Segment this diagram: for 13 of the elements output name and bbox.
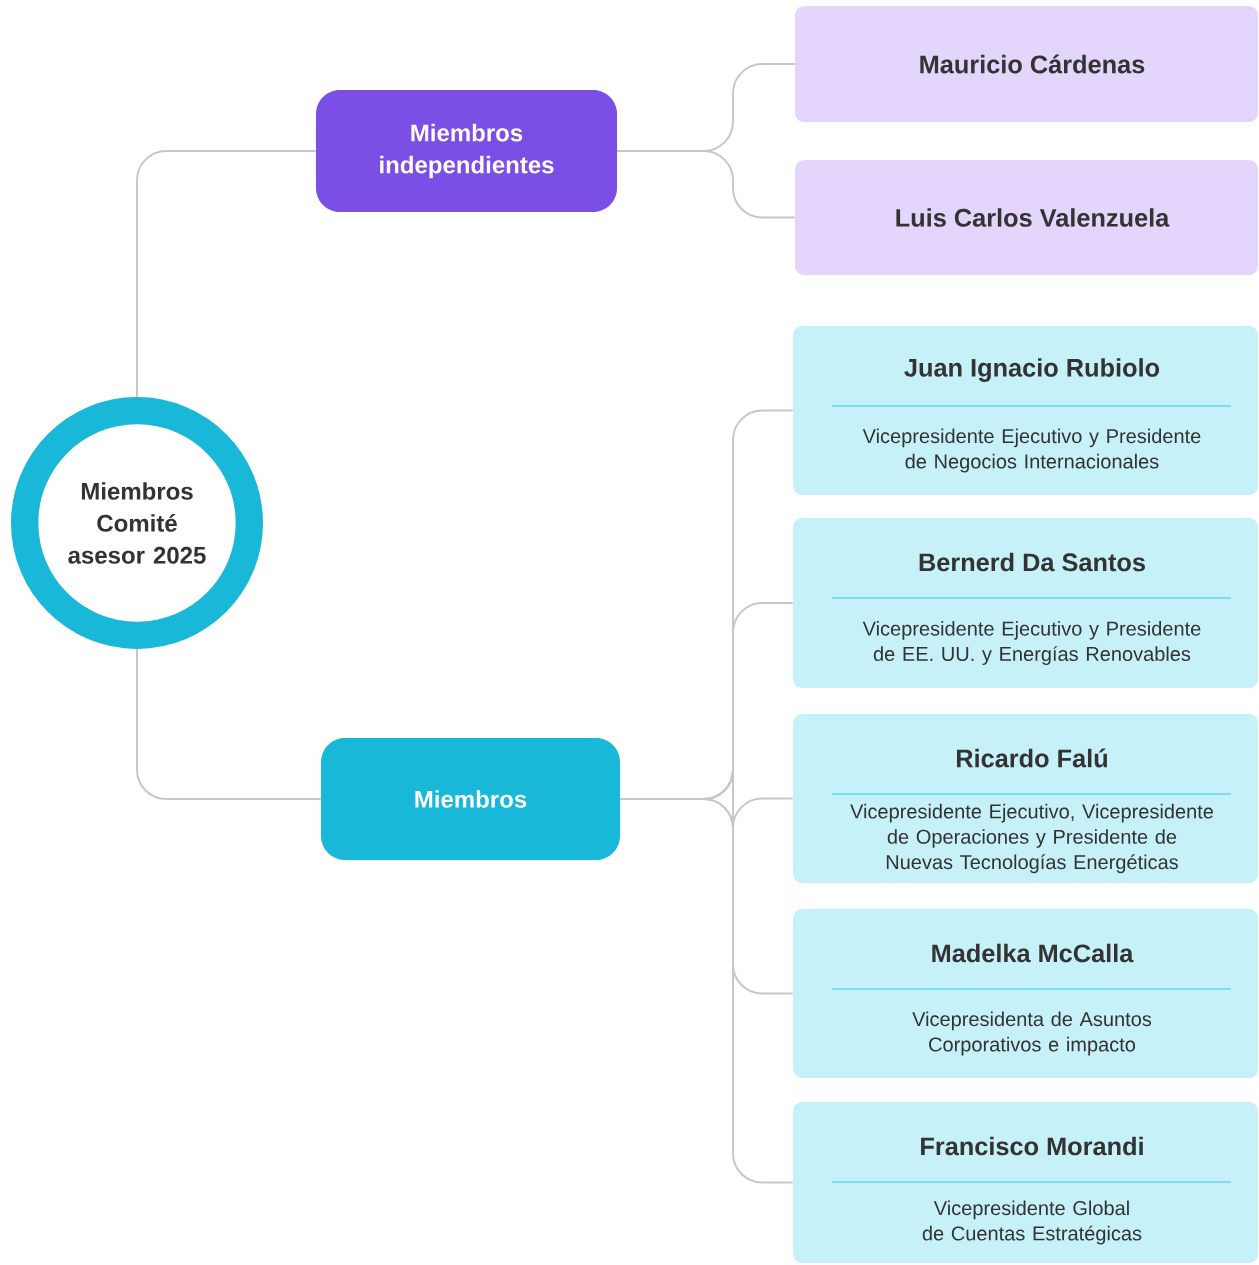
group-box: Miembros — [321, 738, 620, 860]
connector-line — [136, 150, 317, 398]
member-card: Ricardo Falú Vicepresidente Ejecutivo, Vicepresidente de Operaciones y Presidente de Nuevas Tecnologías Energéticas — [792, 714, 1259, 884]
member-card: Juan Ignacio Rubiolo Vicepresidente Ejecutivo y Presidente de Negocios Internacionales — [792, 326, 1259, 496]
member-card: Luis Carlos Valenzuela — [795, 160, 1258, 275]
connector-line — [136, 648, 322, 800]
connector-line — [616, 150, 796, 219]
member-card: Madelka McCalla Vicepresidenta de Asuntos Corporativos e impacto — [792, 909, 1259, 1079]
member-card: Bernerd Da Santos Vicepresidente Ejecutivo y Presidente de EE. UU. y Energías Renovables — [792, 518, 1259, 688]
group-box: Miembros independientes — [315, 90, 618, 212]
member-card: Francisco Morandi Vicepresidente Global de Cuentas Estratégicas — [792, 1102, 1259, 1264]
member-card: Mauricio Cárdenas — [795, 6, 1258, 122]
connector-line — [619, 798, 794, 1184]
